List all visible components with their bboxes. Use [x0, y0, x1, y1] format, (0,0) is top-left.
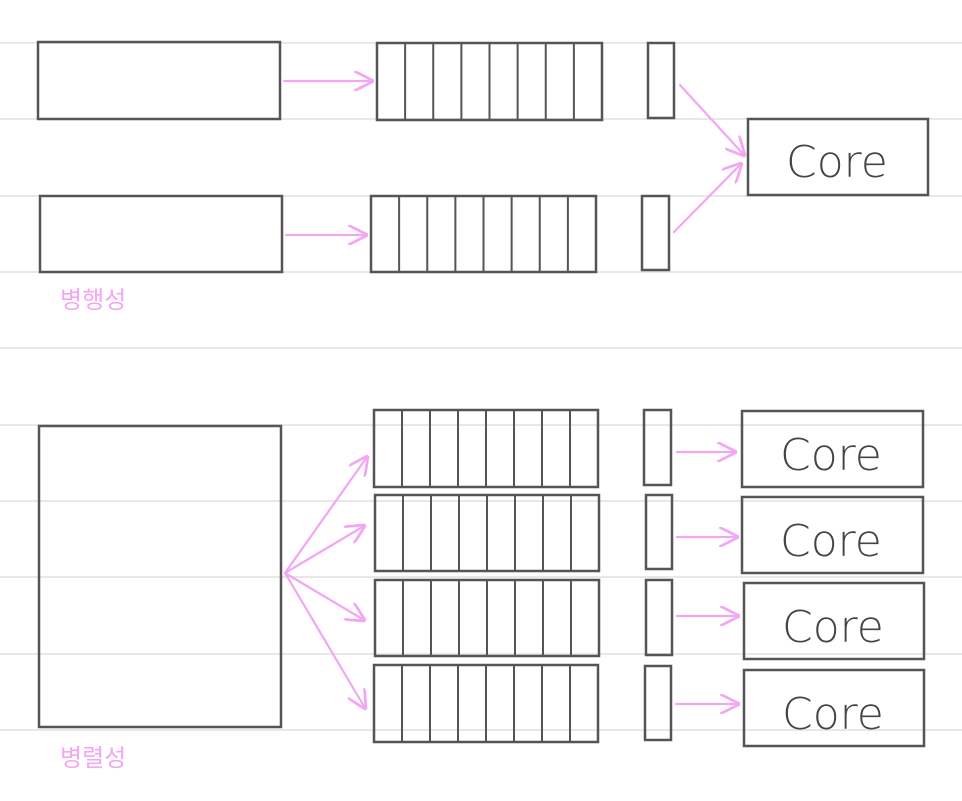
slice-6 — [643, 664, 673, 742]
core-label-4: Core — [782, 689, 884, 740]
core-label-1: Core — [780, 430, 882, 481]
parallelism-section: Core Core Core Core 병렬성 — [37, 408, 926, 772]
arrow-split-3 — [283, 571, 364, 620]
queue-1 — [375, 41, 604, 122]
concurrency-section: Core 병행성 — [36, 40, 930, 314]
arrow-split-1 — [283, 457, 367, 575]
arrow-split-2 — [283, 526, 364, 575]
queue-4 — [373, 493, 601, 573]
task-block-1 — [36, 40, 282, 121]
core-box-shared — [746, 117, 930, 197]
core-label-3: Core — [782, 602, 884, 653]
task-block-2 — [38, 194, 284, 274]
concurrency-label: 병행성 — [60, 286, 126, 314]
core-box-1 — [740, 409, 925, 489]
core-label-shared: Core — [786, 137, 888, 188]
core-box-3 — [742, 581, 926, 661]
slice-2 — [640, 194, 671, 272]
slice-1 — [646, 41, 676, 120]
slice-5 — [644, 578, 674, 657]
slice-3 — [642, 408, 673, 487]
slice-4 — [644, 493, 674, 571]
queue-3 — [372, 408, 600, 489]
arrow-split-4 — [283, 571, 365, 708]
queue-2 — [369, 194, 598, 274]
core-box-4 — [742, 668, 926, 748]
core-box-2 — [740, 495, 925, 575]
queue-6 — [372, 663, 600, 744]
queue-5 — [373, 578, 601, 658]
parallelism-label: 병렬성 — [60, 744, 126, 772]
large-task-block — [37, 424, 283, 729]
core-label-2: Core — [780, 516, 882, 567]
arrow-slice2-to-core — [672, 164, 741, 234]
arrow-slice1-to-core — [678, 83, 744, 155]
